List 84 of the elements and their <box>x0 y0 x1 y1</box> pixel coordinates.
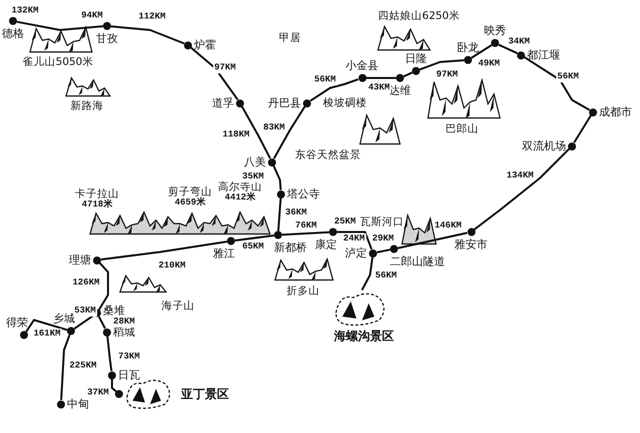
distance-label: 134KM <box>506 170 534 182</box>
road-line <box>110 25 185 44</box>
place-name: 塔公寺 <box>287 188 320 200</box>
road-line <box>474 148 570 230</box>
place-name: 炉霍 <box>194 38 216 52</box>
place-label: 卡子拉山 <box>75 188 119 200</box>
place-label: 高尔寺山 <box>218 181 262 193</box>
scenic-area-name: 亚丁景区 <box>181 388 229 400</box>
place-label: 甲居 <box>279 32 301 44</box>
place-name: 乡城 <box>53 312 75 325</box>
place-name: 雅安市 <box>454 238 488 251</box>
place-label: 瓦斯河口 <box>360 216 404 228</box>
place-name: 德格 <box>2 27 24 40</box>
distance-label: 35KM <box>241 172 265 182</box>
place-name: 双流机场 <box>522 140 566 152</box>
road-line <box>376 248 390 254</box>
road-line <box>573 114 592 144</box>
place-label: 海子山 <box>162 300 194 312</box>
place-name: 道孚 <box>212 96 234 110</box>
place-name: 康定 <box>315 238 337 251</box>
road-line <box>98 316 106 329</box>
road-line <box>111 379 117 392</box>
place-name: 稻城 <box>113 326 135 338</box>
place-name: 卧龙 <box>457 41 479 54</box>
place-name: 桑堆 <box>103 304 125 317</box>
place-label: 梭坡碉楼 <box>323 97 367 109</box>
place-name: 理塘 <box>69 254 91 266</box>
road-line <box>310 78 359 102</box>
place-name: 都江堰 <box>527 48 560 62</box>
place-name: 达维 <box>389 84 411 97</box>
road-line <box>470 44 492 59</box>
road-line <box>106 336 112 372</box>
place-name: 成都市 <box>599 106 632 118</box>
scenic-area-name: 海螺沟景区 <box>334 330 394 343</box>
road-line <box>98 262 109 310</box>
road-line <box>100 240 228 260</box>
place-name: 得荣 <box>6 316 28 329</box>
place-name: 日隆 <box>405 52 427 65</box>
distance-label: 4412米 <box>224 192 256 204</box>
place-name: 新都桥 <box>274 241 307 254</box>
road-line <box>282 231 330 236</box>
distance-label: 56KM <box>313 74 337 86</box>
distance-label: 28KM <box>112 316 136 328</box>
distance-label: 146KM <box>434 220 462 232</box>
place-name: 丹巴县 <box>268 96 301 110</box>
road-line <box>361 256 374 290</box>
place-name: 映秀 <box>484 24 506 37</box>
road-line <box>60 334 71 400</box>
place-label: 新路海 <box>70 100 104 112</box>
distance-label: 53KM <box>73 306 97 316</box>
place-name: 中甸 <box>67 398 89 410</box>
place-name: 二郎山隧道 <box>390 255 445 268</box>
place-name: 泸定 <box>345 246 367 260</box>
road-line <box>403 72 413 78</box>
place-name: 雅江 <box>213 247 235 260</box>
road-line <box>25 319 68 332</box>
place-name: 小金县 <box>346 59 378 72</box>
distance-label: 4718米 <box>80 200 114 210</box>
road-line <box>398 232 468 250</box>
road-line <box>273 106 306 159</box>
road-line <box>272 165 282 190</box>
place-name: 甘孜 <box>96 32 118 45</box>
road-line <box>498 44 518 54</box>
road-line <box>337 231 373 250</box>
distance-label: 97KM <box>213 62 237 74</box>
place-label: 折多山 <box>286 285 320 297</box>
place-label: 雀儿山5050米 <box>22 56 94 68</box>
distance-label: 4659米 <box>174 198 206 208</box>
place-label: 剪子弯山 <box>168 186 212 198</box>
road-line <box>234 234 274 242</box>
road-line <box>419 59 464 71</box>
distance-label: 56KM <box>556 72 580 82</box>
place-label: 四姑娘山6250米 <box>378 10 460 22</box>
road-line <box>190 46 239 100</box>
place-label: 东谷天然盆景 <box>295 149 361 161</box>
place-name: 八美 <box>244 156 266 168</box>
road-line <box>74 314 94 330</box>
road-line <box>16 20 104 31</box>
road-line <box>277 198 282 232</box>
road-line <box>366 77 396 79</box>
place-name: 日瓦 <box>118 368 140 382</box>
road-line <box>524 56 590 111</box>
place-label: 巴郎山 <box>446 123 478 135</box>
road-line <box>241 106 272 159</box>
